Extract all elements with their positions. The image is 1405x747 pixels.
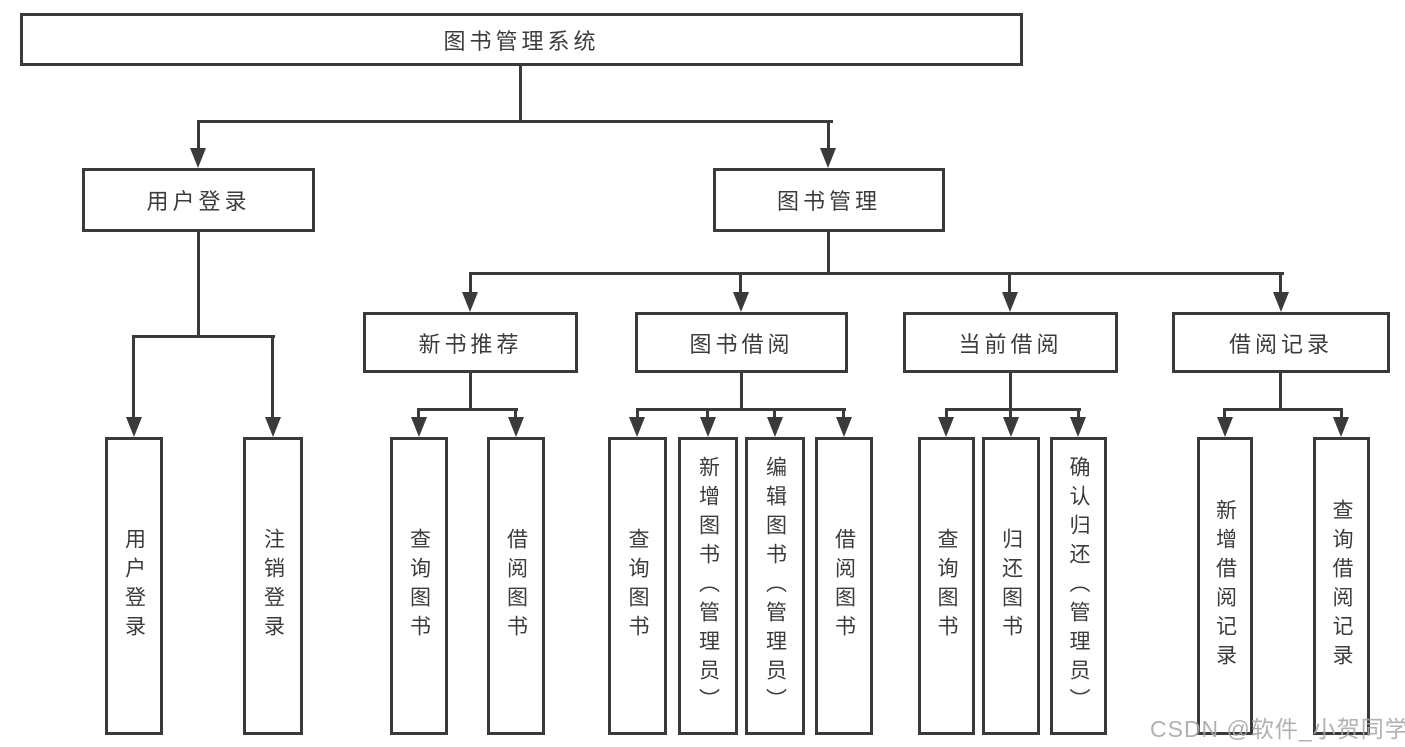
node-book-borrow: 图书借阅 [635,312,848,373]
arrow-down-icon [938,417,954,437]
leaf-borrow-books: 借阅图书 [815,437,873,735]
connector-userlogin-bus [132,335,275,338]
connector-drop [197,120,200,152]
node-label: 新增借阅记录 [1213,499,1237,673]
node-label: 新书推荐 [418,331,523,357]
node-current-borrow: 当前借阅 [903,312,1118,373]
leaf-user-login: 用户登录 [105,437,163,735]
node-label: 归还图书 [999,528,1023,644]
node-label: 用户登录 [146,189,251,214]
connector-drop [1223,408,1226,420]
connector-recommend-vertical [469,373,472,411]
connector-root-bus [197,120,833,123]
node-book-management: 图书管理 [713,168,945,232]
connector-drop [514,408,517,420]
connector-borrow-vertical [740,373,743,411]
node-label: 图书管理 [776,189,881,214]
connector-drop [706,408,709,420]
leaf-edit-books-admin: 编辑图书（管理员） [745,437,805,735]
arrow-down-icon [126,417,142,437]
arrow-down-icon [700,417,716,437]
node-label: 编辑图书（管理员） [763,455,787,717]
node-label: 借阅图书 [832,528,856,644]
arrow-down-icon [1273,292,1289,312]
connector-record-vertical [1279,373,1282,411]
node-new-book-recommend: 新书推荐 [363,312,578,373]
connector-bookmgmt-vertical [827,232,830,275]
connector-recommend-bus [417,408,518,411]
connector-current-bus [945,408,1081,411]
arrow-down-icon [733,292,749,312]
arrow-down-icon [767,417,783,437]
connector-drop [773,408,776,420]
node-label: 借阅记录 [1228,331,1333,357]
node-user-login: 用户登录 [82,168,315,232]
node-borrow-record: 借阅记录 [1172,312,1390,373]
node-label: 借阅图书 [504,528,528,644]
leaf-query-books: 查询图书 [918,437,975,735]
connector-drop [469,272,472,296]
arrow-down-icon [1217,417,1233,437]
connector-drop [1009,408,1012,420]
arrow-down-icon [1070,417,1086,437]
arrow-down-icon [190,148,206,168]
leaf-query-borrow-record: 查询借阅记录 [1313,437,1370,735]
node-label: 查询图书 [626,528,649,644]
node-label: 图书管理系统 [443,28,600,54]
connector-drop [636,408,639,420]
leaf-query-books: 查询图书 [390,437,448,735]
leaf-query-books: 查询图书 [608,437,667,735]
connector-drop [1279,272,1282,296]
node-label: 图书借阅 [689,331,794,357]
node-label: 注销登录 [261,528,285,644]
leaf-add-borrow-record: 新增借阅记录 [1197,437,1253,735]
node-root-system: 图书管理系统 [20,13,1023,66]
node-label: 查询图书 [935,528,958,644]
connector-drop [271,335,274,421]
connector-drop [132,335,135,421]
csdn-watermark: CSDN @软件_小贺同学 [1150,716,1405,742]
connector-drop [417,408,420,420]
node-label: 查询借阅记录 [1330,499,1353,673]
leaf-add-books-admin: 新增图书（管理员） [678,437,738,735]
node-label: 确认归还（管理员） [1067,455,1090,717]
connector-drop [827,120,830,152]
leaf-confirm-return-admin: 确认归还（管理员） [1050,437,1107,735]
arrow-down-icon [508,417,524,437]
arrow-down-icon [629,417,645,437]
connector-bookmgmt-bus [469,272,1284,275]
connector-drop [1340,408,1343,420]
connector-drop [739,272,742,296]
connector-drop [842,408,845,420]
connector-record-bus [1223,408,1343,411]
connector-root-vertical [519,66,522,123]
node-label: 用户登录 [122,528,146,644]
connector-current-vertical [1009,373,1012,411]
arrow-down-icon [265,417,281,437]
node-label: 新增图书（管理员） [696,455,720,717]
arrow-down-icon [1003,417,1019,437]
connector-drop [1008,272,1011,296]
node-label: 当前借阅 [958,331,1063,357]
node-label: 查询图书 [407,528,431,644]
arrow-down-icon [462,292,478,312]
arrow-down-icon [411,417,427,437]
arrow-down-icon [820,148,836,168]
connector-userlogin-vertical [197,232,200,338]
connector-borrow-bus [636,408,846,411]
leaf-borrow-books: 借阅图书 [487,437,545,735]
arrow-down-icon [1002,292,1018,312]
connector-drop [945,408,948,420]
arrow-down-icon [1333,417,1349,437]
connector-drop [1077,408,1080,420]
arrow-down-icon [836,417,852,437]
leaf-return-books: 归还图书 [982,437,1040,735]
leaf-logout: 注销登录 [243,437,303,735]
